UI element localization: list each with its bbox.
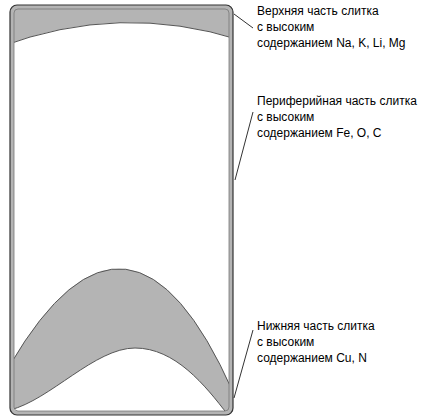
- callout-label: Нижняя часть слитка с высоким содержание…: [257, 318, 375, 366]
- callout-line: Верхняя часть слитка: [257, 3, 406, 19]
- top-zone: [10, 5, 233, 47]
- callout-line: с высоким: [257, 19, 406, 35]
- bottom-zone: [10, 269, 233, 415]
- leader-line: [234, 330, 253, 398]
- ingot-body: [10, 5, 233, 415]
- callout-line: содержанием Na, K, Li, Mg: [257, 35, 406, 51]
- callout-line: содержанием Fe, O, C: [257, 125, 417, 141]
- callout-line: Нижняя часть слитка: [257, 318, 375, 334]
- leader-line: [234, 14, 253, 28]
- callout-line: с высоким: [257, 109, 417, 125]
- ingot-ground: [10, 5, 233, 415]
- bottom-hump: [10, 348, 228, 415]
- ingot-outline: [10, 5, 233, 415]
- callout-line: Периферийная часть слитка: [257, 93, 417, 109]
- peripheral-inner-line: [14, 9, 229, 411]
- callout-label: Периферийная часть слитка с высоким соде…: [257, 93, 417, 141]
- peripheral-zone: [10, 5, 233, 415]
- callout-label: Верхняя часть слитка с высоким содержани…: [257, 3, 406, 51]
- callout-line: с высоким: [257, 334, 375, 350]
- callout-line: содержанием Cu, N: [257, 350, 375, 366]
- leader-line: [235, 112, 253, 180]
